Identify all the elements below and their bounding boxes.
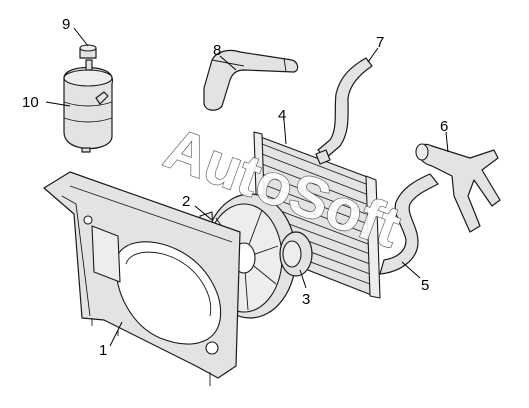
part-fan-shroud [43, 171, 241, 386]
part-radiator-hose [317, 57, 373, 159]
part-reservoir-cap [79, 44, 97, 59]
part-lower-hose [379, 173, 439, 275]
callout-8: 8 [213, 42, 221, 59]
callout-5: 5 [421, 277, 429, 294]
leader-10 [45, 101, 71, 107]
leader-1 [109, 321, 123, 347]
callout-2: 2 [182, 193, 190, 210]
leader-5 [401, 261, 421, 279]
leader-9 [73, 27, 89, 47]
callout-1: 1 [99, 342, 107, 359]
callout-3: 3 [302, 291, 310, 308]
leader-7 [367, 47, 379, 63]
part-coolant-reservoir [63, 59, 114, 153]
leader-lines [45, 27, 449, 347]
callout-10: 10 [22, 94, 39, 111]
callout-labels: 1 2 3 4 5 6 7 8 9 10 [22, 16, 448, 359]
callout-9: 9 [62, 16, 70, 33]
leader-8 [219, 55, 237, 71]
leader-4 [283, 119, 287, 145]
leader-6 [445, 131, 449, 153]
callout-7: 7 [376, 34, 384, 51]
callout-6: 6 [440, 118, 448, 135]
part-fan-motor [279, 231, 313, 277]
leader-3 [299, 269, 307, 289]
callout-4: 4 [278, 107, 286, 124]
leader-2 [194, 205, 213, 221]
part-upper-hose [203, 49, 299, 111]
part-thermostat-housing [415, 143, 501, 233]
